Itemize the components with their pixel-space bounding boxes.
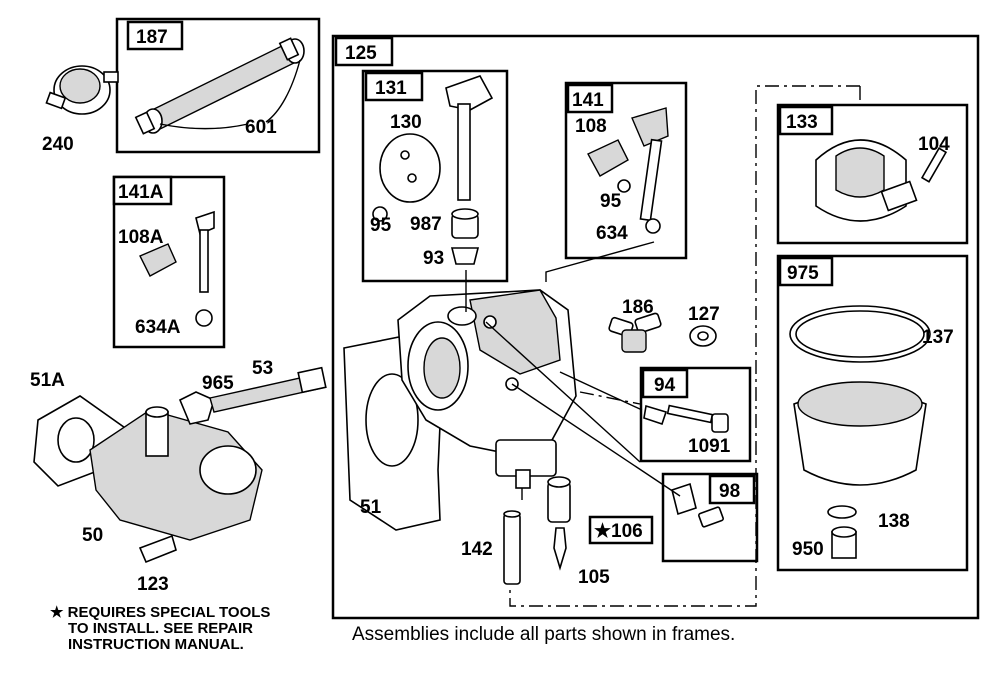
label-95-throttle: 95 — [600, 191, 622, 212]
frame-131: 131 — [361, 69, 509, 283]
float-part — [815, 139, 948, 222]
seat-part — [547, 476, 571, 523]
frame-975-label: 975 — [787, 263, 819, 284]
label-51A: 51A — [30, 370, 65, 391]
label-142: 142 — [461, 539, 493, 560]
frame-125: 125 — [331, 34, 980, 620]
note-line-3: INSTRUCTION MANUAL. — [68, 636, 244, 653]
label-108: 108 — [575, 116, 607, 137]
frame-975: 975 — [776, 254, 969, 572]
frame-187: 187 — [115, 17, 321, 154]
label-965: 965 — [202, 373, 234, 394]
assemblies-caption: Assemblies include all parts shown in fr… — [352, 624, 735, 645]
washer-hole — [697, 331, 709, 341]
label-93: 93 — [423, 248, 444, 269]
note-line-1: ★ REQUIRES SPECIAL TOOLS — [50, 604, 270, 621]
label-1091: 1091 — [688, 436, 731, 457]
carburetor-body — [397, 289, 577, 489]
frame-131-label: 131 — [375, 78, 407, 99]
assembly-bracket — [509, 85, 860, 607]
frame-125-label: 125 — [345, 43, 377, 64]
frame-141-label: 141 — [572, 90, 604, 111]
frame-141: 141 — [564, 81, 688, 260]
intake-group — [33, 366, 327, 564]
throttle-shaft-part — [587, 107, 669, 234]
float-bowl-part — [789, 305, 931, 559]
frame-98: 98 — [661, 472, 759, 563]
label-50: 50 — [82, 525, 103, 546]
label-105: 105 — [578, 567, 610, 588]
label-104: 104 — [918, 134, 950, 155]
nozzle-part — [503, 510, 521, 585]
label-51: 51 — [360, 497, 382, 518]
label-53: 53 — [252, 358, 273, 379]
note-line-2: TO INSTALL. SEE REPAIR — [68, 620, 253, 637]
label-138: 138 — [878, 511, 910, 532]
label-634A: 634A — [135, 317, 181, 338]
label-130: 130 — [390, 112, 422, 133]
needle-part — [553, 527, 567, 571]
label-186: 186 — [622, 297, 654, 318]
label-240: 240 — [42, 134, 74, 155]
throttle-shaft-a-part — [139, 210, 215, 327]
fuel-line-part — [134, 37, 305, 135]
special-tools-note: ★ REQUIRES SPECIAL TOOLS TO INSTALL. SEE… — [50, 604, 270, 653]
frame-141A: 141A — [112, 175, 226, 349]
fuel-elbow-part — [608, 312, 662, 353]
idle-screw-part — [643, 404, 729, 433]
label-108A: 108A — [118, 227, 164, 248]
label-123: 123 — [137, 574, 169, 595]
label-106-box — [588, 515, 654, 545]
frame-133: 133 — [776, 103, 969, 245]
label-601: 601 — [245, 117, 277, 138]
label-137: 137 — [922, 327, 954, 348]
frame-94: 94 — [639, 366, 752, 463]
frame-141A-label: 141A — [118, 182, 164, 203]
label-950: 950 — [792, 539, 824, 560]
frame-133-label: 133 — [786, 112, 818, 133]
frame-94-label: 94 — [654, 375, 676, 396]
label-106: ★106 — [594, 521, 643, 542]
leader-lines — [465, 241, 681, 500]
label-127: 127 — [688, 304, 720, 325]
label-987: 987 — [410, 214, 442, 235]
choke-shaft-part — [372, 75, 494, 265]
frame-98-label: 98 — [719, 481, 740, 502]
fuel-filter-part — [45, 65, 119, 115]
assembly-bracket-3 — [579, 391, 641, 405]
gasket-hole — [365, 373, 419, 467]
label-95-choke: 95 — [370, 215, 392, 236]
mixture-screw-part — [671, 482, 724, 528]
label-634: 634 — [596, 223, 628, 244]
frame-187-label: 187 — [136, 27, 168, 48]
